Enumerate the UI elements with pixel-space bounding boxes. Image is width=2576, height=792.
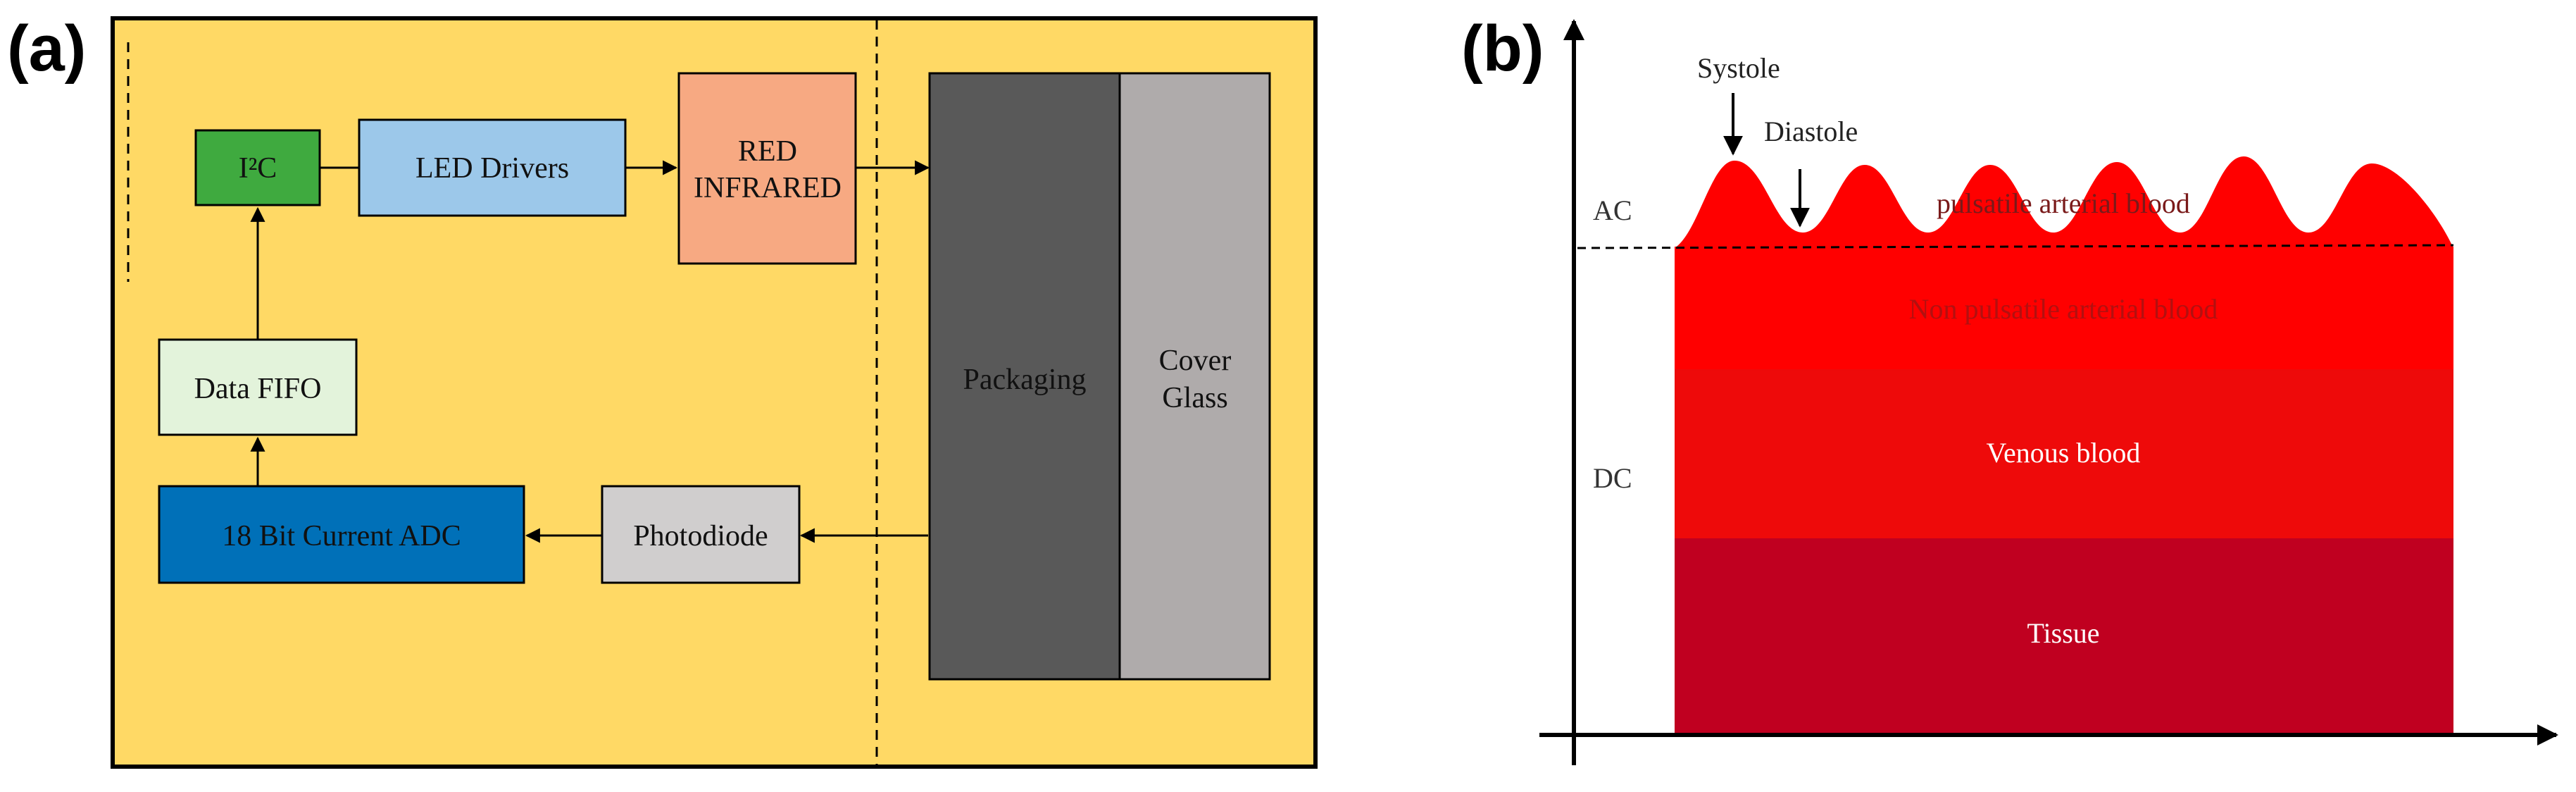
diastole-label: Diastole: [1764, 116, 1858, 147]
cover-glass-box-rect: [1118, 72, 1271, 681]
photodiode-box-rect: [601, 485, 801, 584]
non-pulsatile-label: Non pulsatile arterial blood: [1909, 293, 2218, 325]
i2c-box-rect: [194, 129, 321, 206]
adc-box: 18 Bit Current ADC: [158, 485, 525, 584]
dc-label: DC: [1593, 462, 1632, 494]
adc-box-rect: [158, 485, 525, 584]
non-pulsatile-layer: [1675, 247, 2453, 371]
panel-a-label: (a): [7, 13, 86, 85]
ac-dc-dashed-line: [1577, 244, 2454, 249]
led-drivers-label: LED Drivers: [415, 152, 569, 185]
pulsatile-layer: [1675, 156, 2453, 248]
packaging-box: Packaging: [928, 72, 1121, 681]
led-drivers-box-rect: [358, 118, 627, 217]
cover-glass-box: Cover Glass: [1118, 72, 1271, 681]
glass-label: Glass: [1162, 382, 1227, 414]
red-infrared-box-rect: [677, 72, 857, 265]
data-fifo-label: Data FIFO: [194, 373, 322, 405]
led-drivers-box: LED Drivers: [358, 118, 627, 217]
venous-label: Venous blood: [1987, 437, 2141, 469]
infrared-label: INFRARED: [694, 172, 842, 204]
tissue-layer: [1675, 538, 2453, 734]
i2c-label: I²C: [239, 152, 277, 185]
red-infrared-box: RED INFRARED: [677, 72, 857, 265]
adc-label: 18 Bit Current ADC: [222, 520, 461, 552]
data-fifo-box-rect: [158, 338, 358, 436]
systole-label: Systole: [1697, 52, 1780, 84]
tissue-label: Tissue: [2027, 617, 2099, 649]
panel-b: (b) Systole Diastole AC DC pulsatile art…: [1461, 13, 2558, 765]
packaging-label: Packaging: [963, 364, 1087, 396]
i2c-box: I²C: [194, 129, 321, 206]
red-label: RED: [738, 135, 797, 168]
photodiode-box: Photodiode: [601, 485, 801, 584]
photodiode-label: Photodiode: [633, 520, 768, 552]
pulsatile-label: pulsatile arterial blood: [1937, 187, 2190, 219]
venous-layer: [1675, 369, 2453, 540]
panel-b-label: (b): [1461, 13, 1544, 85]
panel-a: (a) I²C LED Drivers RED INFRARED Data: [7, 13, 1318, 769]
ac-label: AC: [1593, 194, 1632, 226]
data-fifo-box: Data FIFO: [158, 338, 358, 436]
cover-label: Cover: [1159, 345, 1232, 377]
